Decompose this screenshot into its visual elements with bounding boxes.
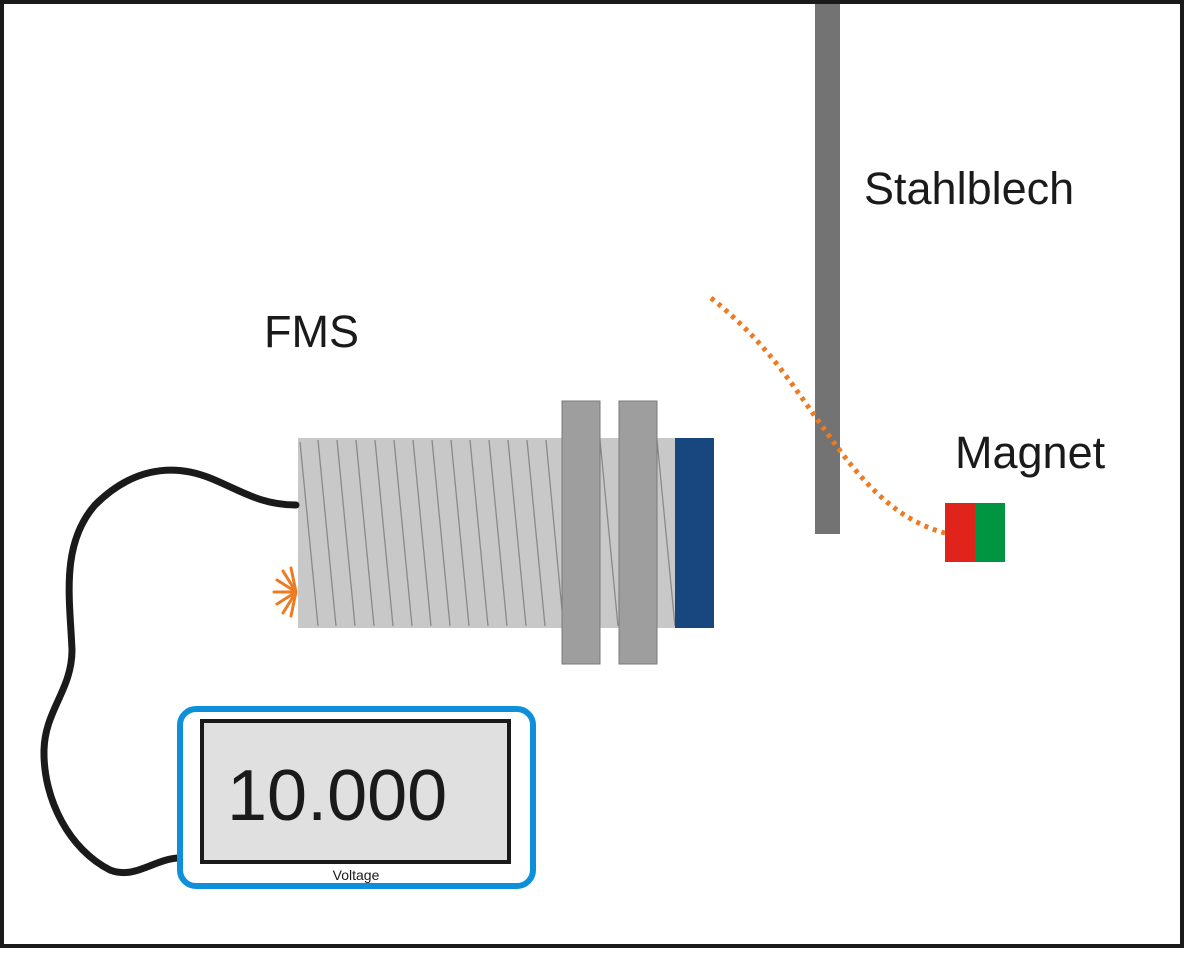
sensor-cable [40, 466, 300, 877]
label-steel-sheet: Stahlblech [864, 163, 1074, 214]
sensor-nut-2 [618, 400, 658, 665]
label-sensor: FMS [264, 306, 359, 357]
voltmeter-screen [200, 719, 511, 864]
voltmeter: 10.000 Voltage [177, 706, 536, 889]
spark-icon [272, 566, 298, 618]
voltmeter-reading: 10.000 [227, 756, 447, 836]
magnet [945, 503, 1005, 562]
label-magnet: Magnet [955, 427, 1106, 478]
magnet-north-pole [945, 503, 975, 562]
sensor-tip [675, 438, 714, 628]
sensor-nut-1 [561, 400, 601, 665]
magnet-south-pole [975, 503, 1005, 562]
field-line [709, 296, 946, 536]
fms-sensor [298, 400, 714, 665]
sensor-thread [299, 439, 676, 627]
steel-sheet [815, 4, 840, 534]
voltmeter-caption: Voltage [333, 867, 380, 883]
